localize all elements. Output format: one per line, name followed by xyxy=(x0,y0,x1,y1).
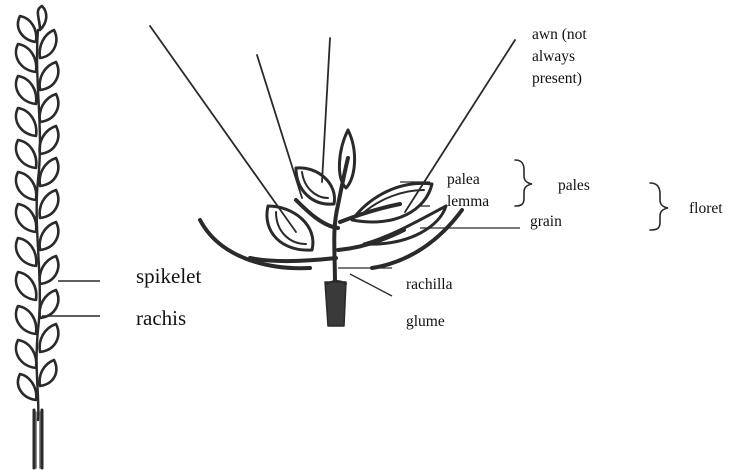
floret-brace xyxy=(650,183,668,230)
glume-label: glume xyxy=(406,314,445,330)
wheat-ear xyxy=(16,6,58,468)
pales-label: pales xyxy=(558,178,590,194)
glume-leader xyxy=(350,274,392,296)
spikelet-label: spikelet xyxy=(136,266,201,287)
awn-label: awn (not always present) xyxy=(532,24,612,90)
floret-label: floret xyxy=(689,201,723,217)
spikelets-left xyxy=(16,16,36,400)
florets xyxy=(267,130,446,250)
lemma-label: lemma xyxy=(447,194,489,210)
spikelet-base xyxy=(325,281,346,326)
rachis-label: rachis xyxy=(136,308,186,329)
pales-brace xyxy=(515,160,532,206)
grain-label: grain xyxy=(530,214,562,230)
palea-label: palea xyxy=(447,172,480,188)
spikelets-right xyxy=(38,6,58,386)
rachilla-label: rachilla xyxy=(406,277,452,293)
leader-lines-left xyxy=(42,281,100,316)
